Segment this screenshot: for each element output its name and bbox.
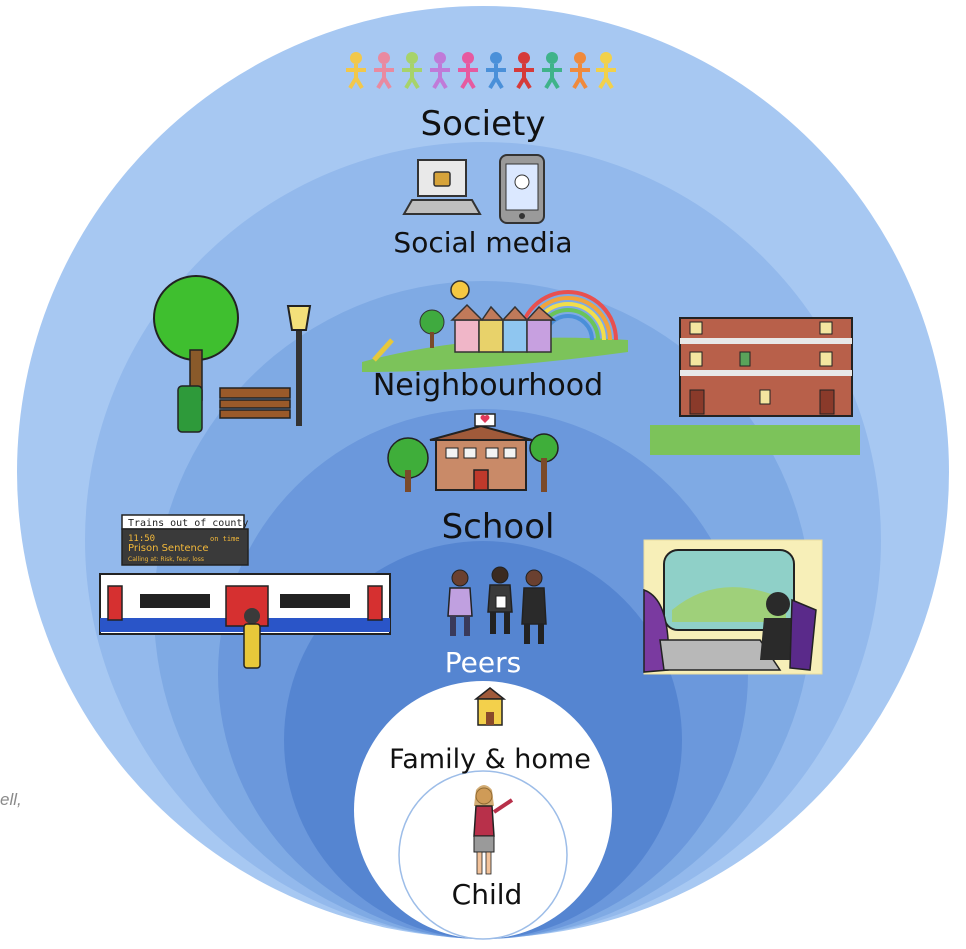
peers-label: Peers [445,646,521,679]
train-departure-sign: Trains out of county 11:50 on time Priso… [121,514,249,566]
ring-child [398,770,568,940]
peers-group-icon [447,566,547,644]
train-icon [99,573,391,669]
train-interior-icon [643,539,823,675]
sun-icon [450,280,470,300]
sign-header: Trains out of county [128,518,248,529]
child-label: Child [452,878,523,911]
caption-fragment: ell, [0,790,22,809]
sign-destination: Prison Sentence [128,543,209,554]
park-scene-icon [153,275,312,433]
sign-platform: on time [210,535,240,543]
phone-icon [499,154,545,224]
social-media-label: Social media [393,226,572,259]
sign-time: 11:50 [128,534,155,544]
family-home-label: Family & home [389,744,591,775]
laptop-icon [402,159,482,215]
people-chain-icon [346,52,616,90]
school-building-icon [387,413,559,492]
house-icon [473,687,507,726]
school-label: School [442,507,555,547]
apartment-building-icon [650,317,860,455]
society-label: Society [421,104,546,144]
neighbourhood-label: Neighbourhood [373,368,603,403]
neighbourhood-scene-icon [362,280,628,372]
sign-calling-at: Calling at: Risk, fear, loss [128,556,204,563]
child-figure-icon [473,785,514,875]
